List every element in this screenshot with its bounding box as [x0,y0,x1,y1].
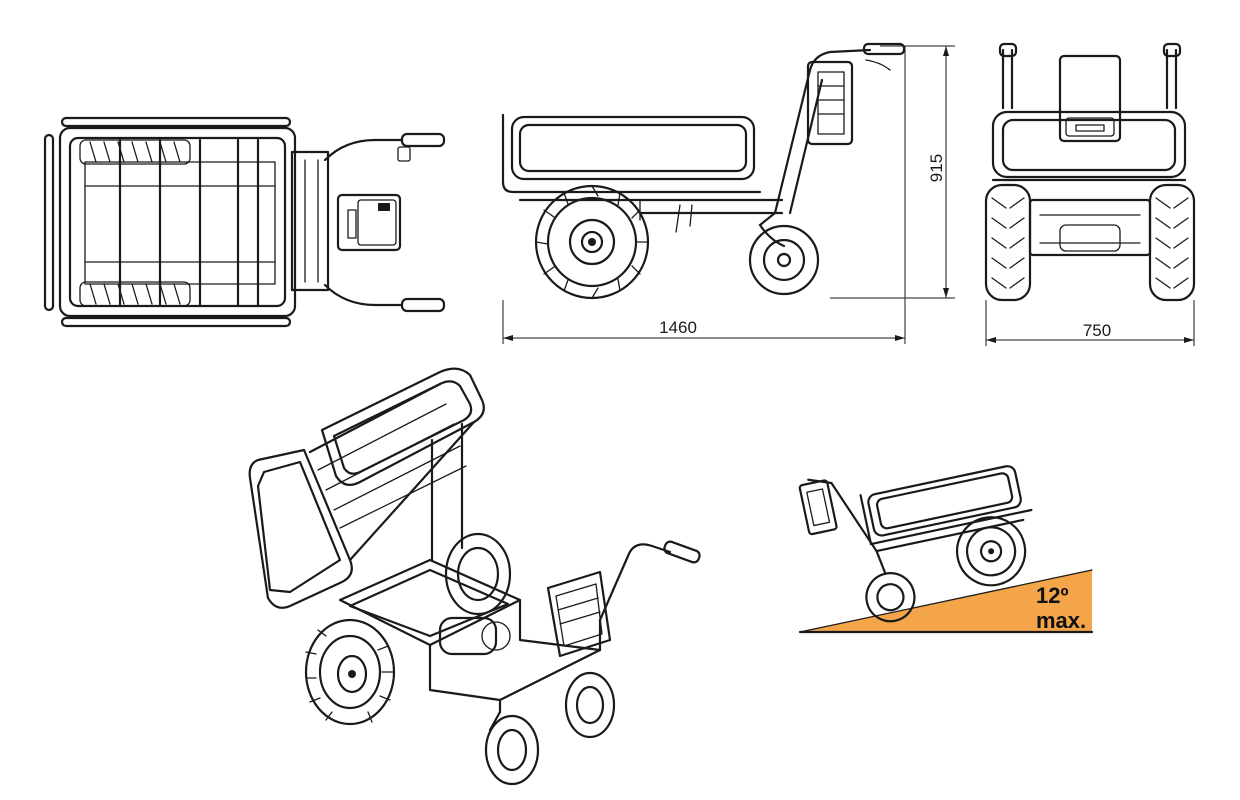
side-view: 1460 915 [501,42,955,344]
height-dimension: 915 [927,154,946,182]
top-view [43,116,446,328]
slope-max-label: max. [1036,608,1086,633]
length-dimension: 1460 [659,318,697,337]
width-dimension: 750 [1083,321,1111,340]
front-view: 750 [984,42,1196,346]
slope-diagram: 12º max. [798,465,1094,634]
slope-angle-label: 12º [1036,583,1069,608]
isometric-tipping-view [248,367,701,786]
